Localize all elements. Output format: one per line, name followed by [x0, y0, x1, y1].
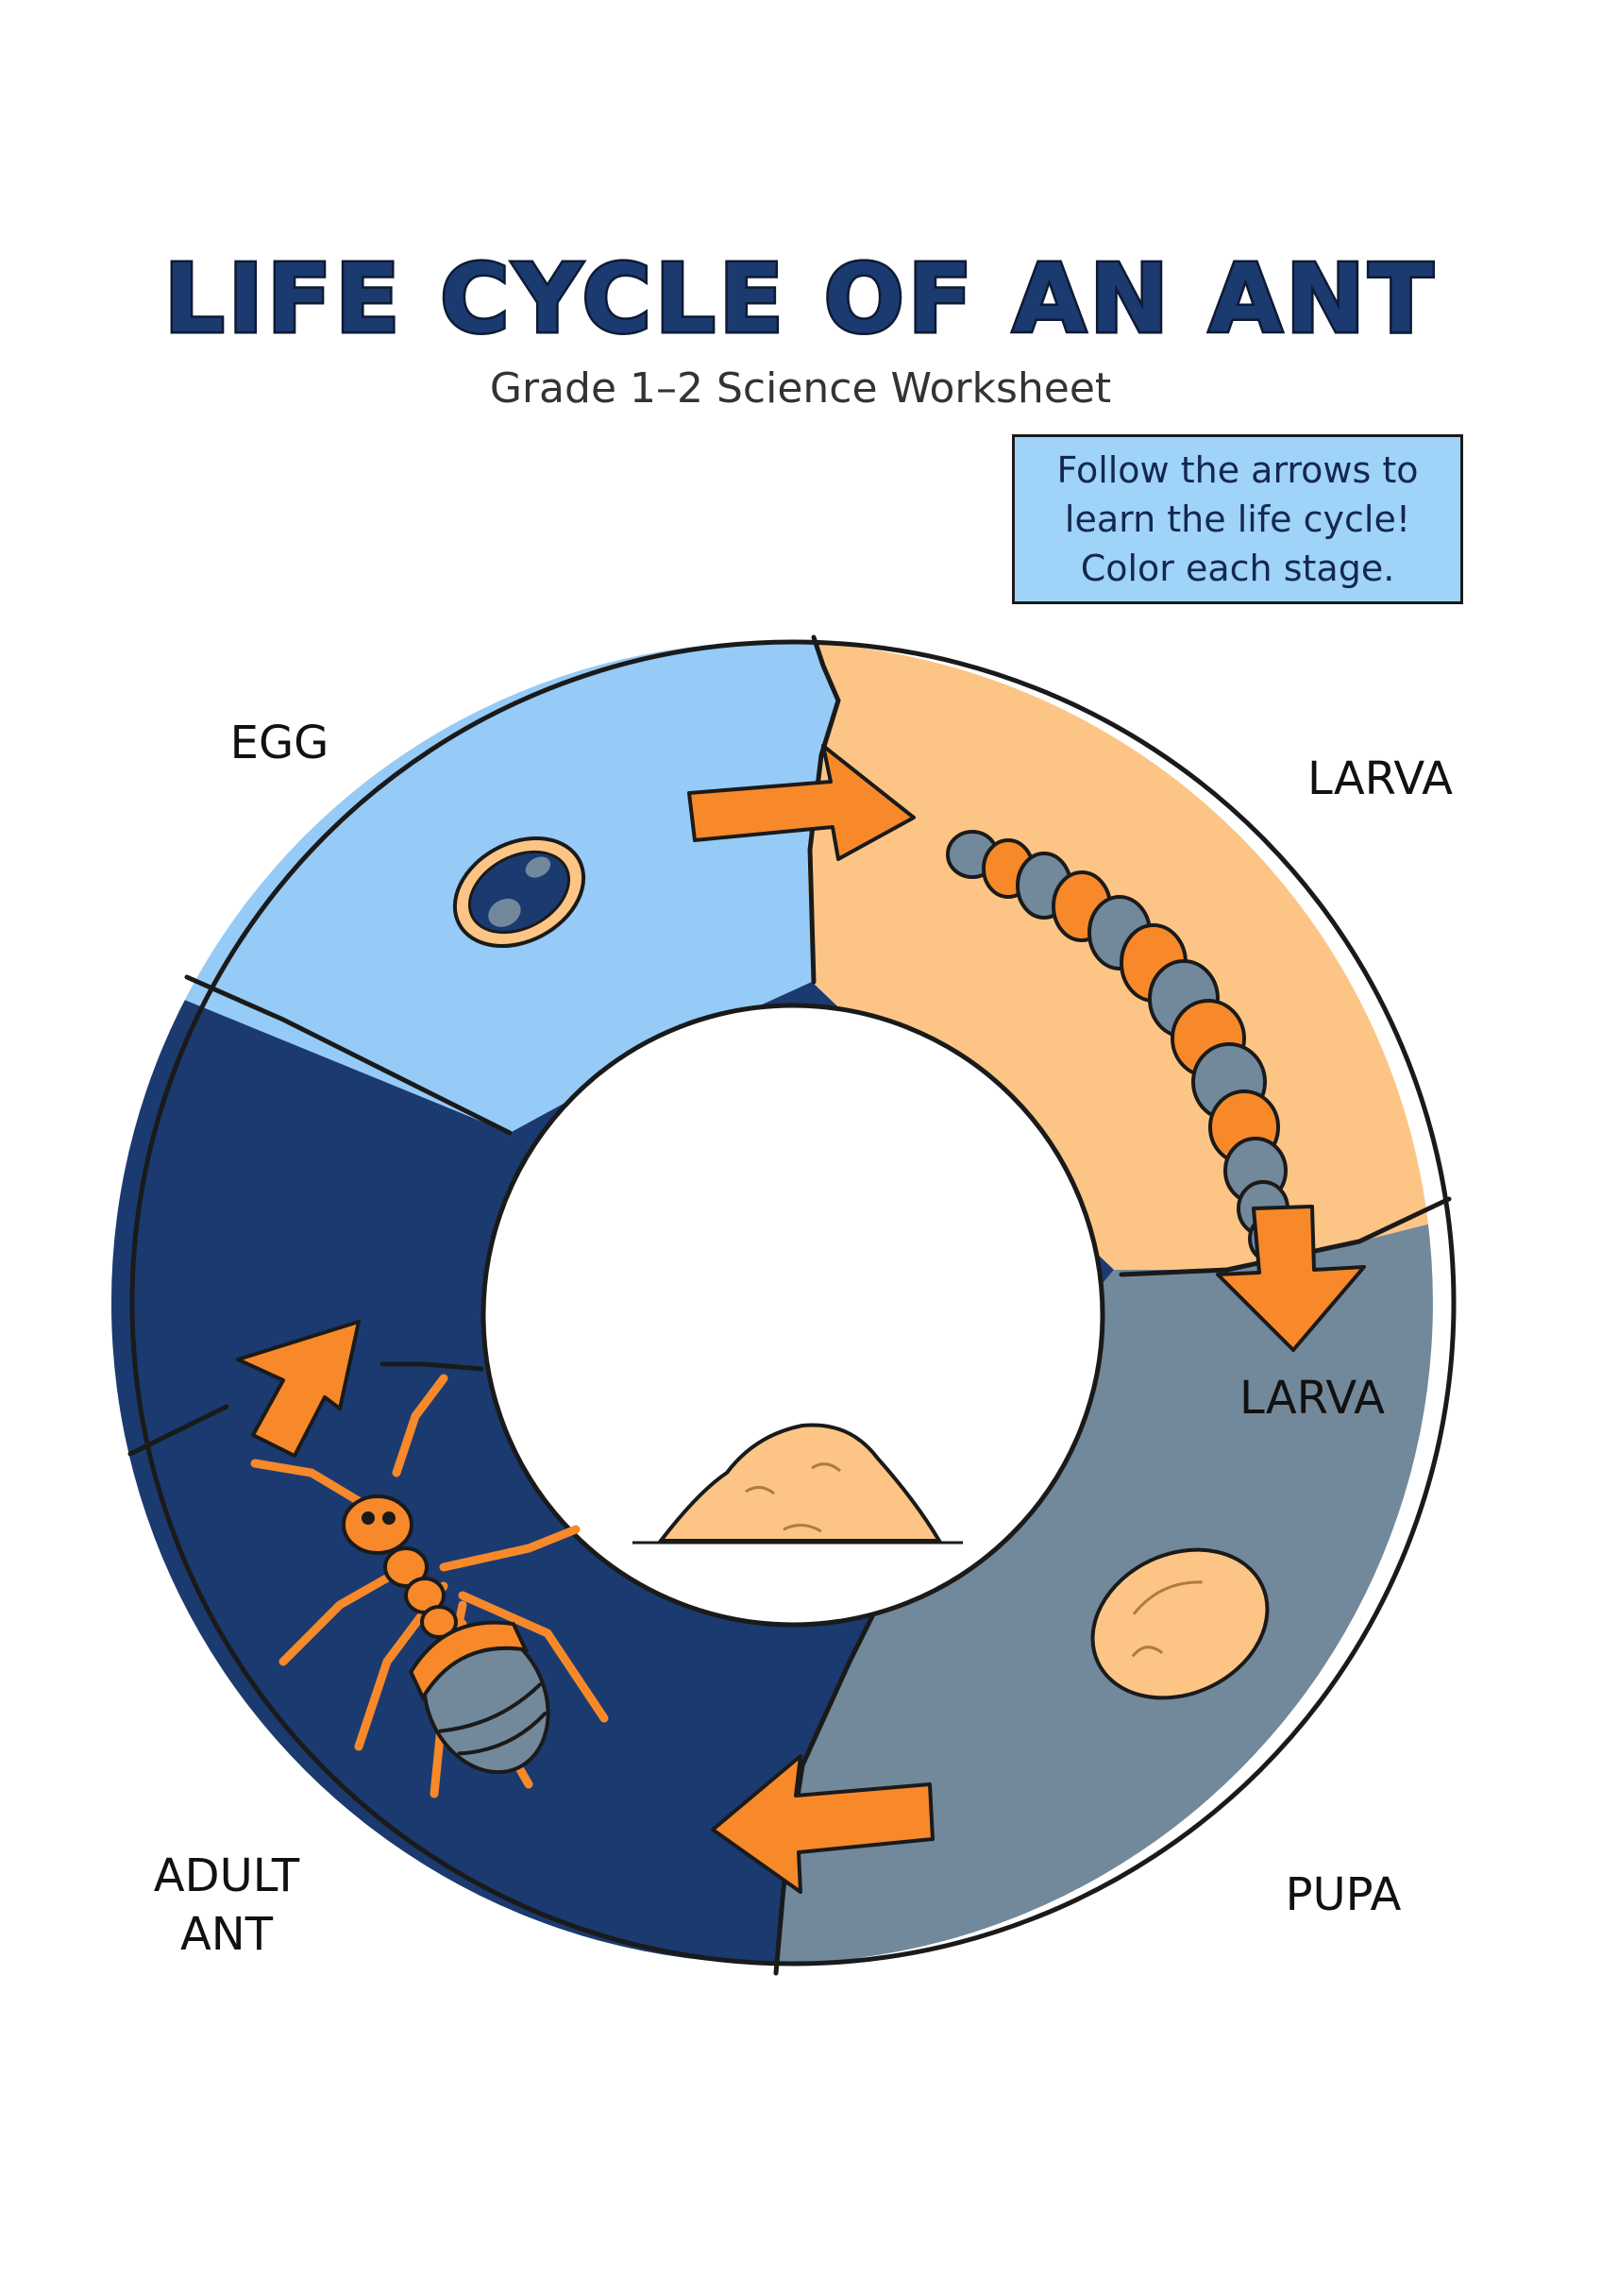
instruction-line: Color each stage. — [1080, 548, 1395, 589]
stage-label-adult: ADULT — [153, 1849, 300, 1902]
inner-circle — [480, 1003, 1105, 1628]
arrow-adult-to-egg-icon — [236, 1320, 361, 1458]
stage-label-pupa: PUPA — [1285, 1868, 1402, 1921]
stage-label-egg: EGG — [229, 717, 329, 769]
instruction-line: learn the life cycle! — [1064, 498, 1411, 540]
mound-icon — [632, 1423, 963, 1545]
stage-label-larva-2: LARVA — [1239, 1372, 1385, 1425]
page-subtitle: Grade 1–2 Science Worksheet — [489, 364, 1112, 413]
instruction-line: Follow the arrows to — [1056, 449, 1419, 491]
pupa-icon — [1090, 1547, 1270, 1700]
outer-ring — [129, 639, 1457, 1967]
ant-icon — [250, 1374, 609, 1798]
page-title: LIFE CYCLE OF AN ANT — [161, 242, 1438, 357]
egg-icon — [452, 836, 586, 949]
stage-label-ant: ANT — [179, 1908, 274, 1961]
arrow-egg-to-larva-icon — [687, 744, 916, 861]
arrow-larva-to-pupa-icon — [1216, 1205, 1366, 1352]
stage-label-larva: LARVA — [1306, 752, 1453, 805]
instruction-box: Follow the arrows to learn the life cycl… — [1012, 434, 1463, 604]
arrow-pupa-to-adult-icon — [711, 1754, 935, 1894]
